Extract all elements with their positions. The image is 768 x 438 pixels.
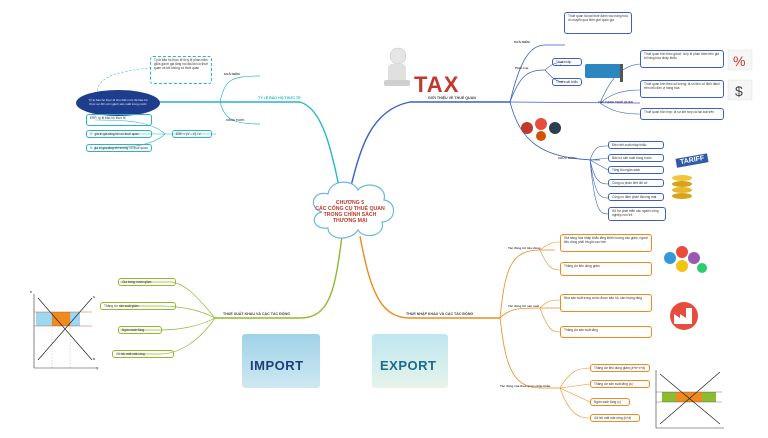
export-word: EXPORT bbox=[380, 358, 437, 373]
roles-item: Công cụ phân biệt đối xử bbox=[608, 179, 664, 187]
sign-illustration bbox=[585, 64, 623, 82]
measure-definition-label: KHÁI NIỆM bbox=[224, 72, 240, 76]
dollar-icon: $ bbox=[727, 79, 753, 101]
formula-label: CÔNG THỨC bbox=[226, 118, 245, 122]
consumer-item: Thặng dư tiêu dùng giảm bbox=[560, 262, 652, 276]
consumer-label: Tác động tới tiêu dùng bbox=[508, 246, 541, 250]
chart-curve-d: D bbox=[93, 357, 96, 361]
chart-axis-p: P bbox=[30, 290, 33, 294]
branch-import-line bbox=[359, 235, 500, 319]
welfare-label: Tác động của thuế quan nhập khẩu bbox=[500, 384, 551, 388]
types-label: CÁC DẠNG THUẾ QUAN bbox=[598, 100, 633, 104]
formula-box: ERP = (V' - V) / V bbox=[172, 130, 212, 138]
measure-oval: Tỷ lệ bảo hộ thực tế cho biết mức độ bảo… bbox=[76, 90, 160, 116]
types-item: Thuế quan tính theo giá trị: là tỷ lệ ph… bbox=[640, 50, 724, 68]
percent-icon: % bbox=[727, 49, 753, 71]
tax-word: TAX bbox=[414, 72, 460, 97]
import-chart bbox=[655, 370, 724, 429]
center-cloud bbox=[312, 181, 395, 239]
concept-box: Thuế quan là loại thuế đánh vào hàng hóa… bbox=[564, 12, 632, 34]
consumer-item: Giá hàng hóa nhập khẩu tăng khiến lượng … bbox=[560, 234, 652, 252]
import-picture: IMPORT bbox=[242, 334, 320, 388]
roles-item: Tăng thu ngân sách bbox=[608, 166, 664, 174]
branch-intro-label: GIỚI THIỆU VỀ THUẾ QUAN bbox=[428, 96, 476, 100]
roles-label: CHỨC NĂNG bbox=[558, 156, 577, 160]
roles-item: Điều tiết xuất nhập khẩu bbox=[608, 141, 664, 149]
chart-axis-q: Q bbox=[96, 366, 99, 370]
export-item: Ngân sách tăng bbox=[118, 326, 162, 334]
producer-item: Nhà sản xuất trong nước được bảo hộ, sản… bbox=[560, 294, 652, 312]
export-picture: EXPORT bbox=[372, 334, 448, 388]
welfare-item: Xã hội mất mát ròng (b+d) bbox=[590, 414, 640, 422]
factory-icon bbox=[670, 302, 698, 330]
concept-label: KHÁI NIỆM bbox=[514, 40, 530, 44]
formula-var: V': giá trị gia tăng khi có thuế quan bbox=[86, 130, 152, 138]
branch-export-line bbox=[215, 235, 343, 319]
branch-measure-line bbox=[100, 101, 341, 193]
export-item: Thặng dư sản xuất giảm bbox=[100, 302, 176, 310]
export-item: Xã hội mất mát ròng bbox=[112, 350, 174, 358]
chart-curve-s: S bbox=[93, 295, 96, 299]
coins-illustration bbox=[672, 175, 692, 199]
svg-text:$: $ bbox=[735, 83, 743, 99]
measure-definition: Tỷ lệ bảo hộ thực tế là tỷ lệ phần trăm … bbox=[150, 56, 212, 84]
formula-var: ERP: tỷ lệ bảo hộ thực tế bbox=[86, 114, 152, 126]
classify-item: Thuế xuất khẩu bbox=[552, 78, 582, 86]
center-line: THƯƠNG MẠI bbox=[332, 218, 368, 224]
center-line: TRONG CHÍNH SÁCH bbox=[323, 212, 377, 218]
roles-item: Bảo hộ sản xuất trong nước bbox=[608, 154, 664, 162]
welfare-item: Thặng dư sản xuất tăng (a) bbox=[590, 380, 650, 388]
formula-var: V: giá trị gia tăng khi không có thuế qu… bbox=[86, 144, 152, 152]
branch-intro-line bbox=[349, 101, 510, 191]
branch-measure-label: TỶ LỆ BẢO HỘ THỰC TẾ bbox=[258, 96, 301, 100]
social-icons-illustration bbox=[664, 246, 707, 273]
center-line: CÁC CÔNG CỤ THUẾ QUAN bbox=[315, 206, 385, 212]
svg-text:%: % bbox=[733, 53, 745, 69]
classify-item: Thuế nhập khẩu bbox=[552, 58, 582, 66]
types-item: Thuế quan tính theo số lượng: là số tiền… bbox=[640, 80, 724, 98]
balls-illustration bbox=[521, 118, 561, 141]
types-item: Thuế quan hỗn hợp: là sự kết hợp cả hai … bbox=[640, 108, 724, 120]
classify-label: Phân loại bbox=[515, 66, 529, 70]
export-chart bbox=[33, 294, 96, 369]
producer-item: Thặng dư sản xuất tăng bbox=[560, 326, 652, 338]
center-topic: CHƯƠNG 5 CÁC CÔNG CỤ THUẾ QUAN TRONG CHÍ… bbox=[312, 186, 388, 238]
export-item: Giá trong nước giảm bbox=[118, 278, 176, 286]
center-line: CHƯƠNG 5 bbox=[335, 200, 365, 206]
branch-export-label: THUẾ XUẤT KHẨU VÀ CÁC TÁC ĐỘNG bbox=[223, 312, 290, 316]
welfare-item: Thặng dư tiêu dùng giảm (a+b+c+d) bbox=[590, 364, 650, 372]
welfare-item: Ngân sách tăng (c) bbox=[590, 398, 630, 406]
producer-label: Tác động tới sản xuất bbox=[508, 304, 540, 308]
import-word: IMPORT bbox=[250, 358, 304, 373]
roles-item: Hỗ trợ phát triển các ngành công nghiệp … bbox=[608, 207, 666, 221]
roles-item: Công cụ đàm phán thương mại bbox=[608, 193, 664, 201]
branch-import-label: THUẾ NHẬP KHẨU VÀ CÁC TÁC ĐỘNG bbox=[406, 312, 474, 316]
tax-man-illustration bbox=[384, 47, 410, 86]
